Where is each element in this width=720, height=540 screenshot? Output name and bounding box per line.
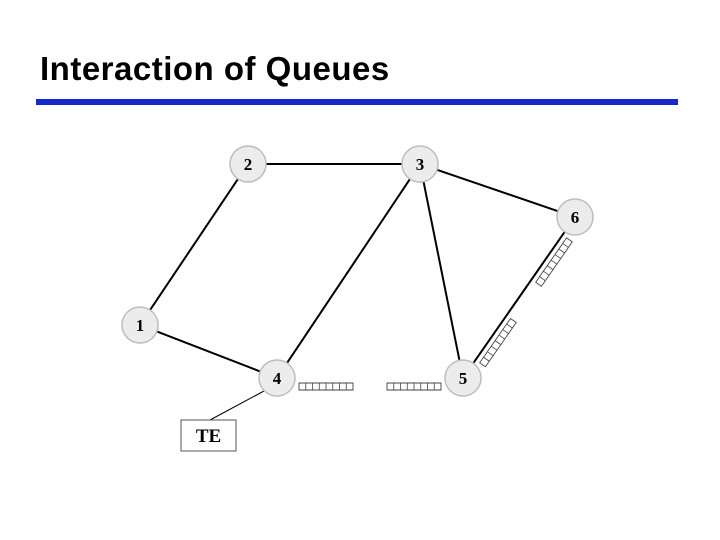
node-6-circle xyxy=(556,198,594,236)
node-3-label: 3 xyxy=(416,155,425,174)
node-5-label: 5 xyxy=(459,369,468,388)
node-1-circle xyxy=(121,306,159,344)
nodes-layer: 1 2 3 4 5 6 xyxy=(121,145,594,397)
terminal-label: TE xyxy=(196,426,221,447)
link-3-4 xyxy=(286,178,411,364)
terminal-te: TE xyxy=(180,419,237,452)
queue-4-out xyxy=(298,382,354,391)
node-4-label: 4 xyxy=(273,369,282,388)
node-2-circle xyxy=(229,145,267,183)
slide-title: Interaction of Queues xyxy=(40,50,390,87)
node-2: 2 xyxy=(229,145,267,183)
node-6: 6 xyxy=(556,198,594,236)
terminal-box xyxy=(180,419,237,452)
queue-6-out xyxy=(535,237,573,287)
node-1-label: 1 xyxy=(136,316,145,335)
node-5: 5 xyxy=(444,359,482,397)
link-3-5 xyxy=(422,181,461,361)
node-5-circle xyxy=(444,359,482,397)
link-6-5 xyxy=(472,231,566,364)
node-6-label: 6 xyxy=(571,208,580,227)
link-3-6 xyxy=(436,168,559,213)
node-2-label: 2 xyxy=(244,155,253,174)
node-4-circle xyxy=(258,359,296,397)
queue-5-in-from-6 xyxy=(479,317,517,368)
node-3-circle xyxy=(401,145,439,183)
queue-5-in xyxy=(386,382,442,391)
queues-layer xyxy=(298,237,573,391)
title-rule xyxy=(36,99,678,105)
link-2-1 xyxy=(149,178,239,311)
node-1: 1 xyxy=(121,306,159,344)
link-4-te xyxy=(209,390,265,421)
link-1-4 xyxy=(156,330,261,373)
node-4: 4 xyxy=(258,359,296,397)
node-3: 3 xyxy=(401,145,439,183)
links-layer xyxy=(149,163,566,421)
